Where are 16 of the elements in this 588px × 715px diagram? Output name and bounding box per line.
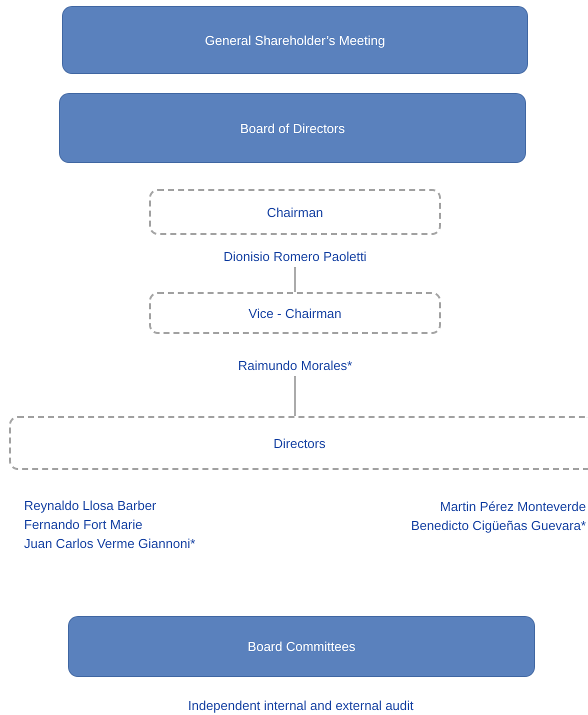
process-box: Board of Directors xyxy=(60,94,525,162)
person-name: Martin Pérez Monteverde xyxy=(440,499,586,514)
person-name: Reynaldo Llosa Barber xyxy=(24,498,156,513)
person-name: Dionisio Romero Paoletti xyxy=(224,249,367,264)
person-name: Fernando Fort Marie xyxy=(24,517,142,532)
person-name: Juan Carlos Verme Giannoni* xyxy=(24,536,196,551)
person-name: Raimundo Morales* xyxy=(238,358,352,373)
connector-line xyxy=(294,376,296,416)
role-box: Directors xyxy=(9,416,588,470)
person-name: Independent internal and external audit xyxy=(188,698,414,713)
person-name: Benedicto Cigüeñas Guevara* xyxy=(411,518,586,533)
role-box: Chairman xyxy=(149,189,441,235)
process-box: General Shareholder’s Meeting xyxy=(63,7,527,73)
connector-line xyxy=(294,267,296,292)
process-box: Board Committees xyxy=(69,617,534,676)
role-box: Vice - Chairman xyxy=(149,292,441,334)
